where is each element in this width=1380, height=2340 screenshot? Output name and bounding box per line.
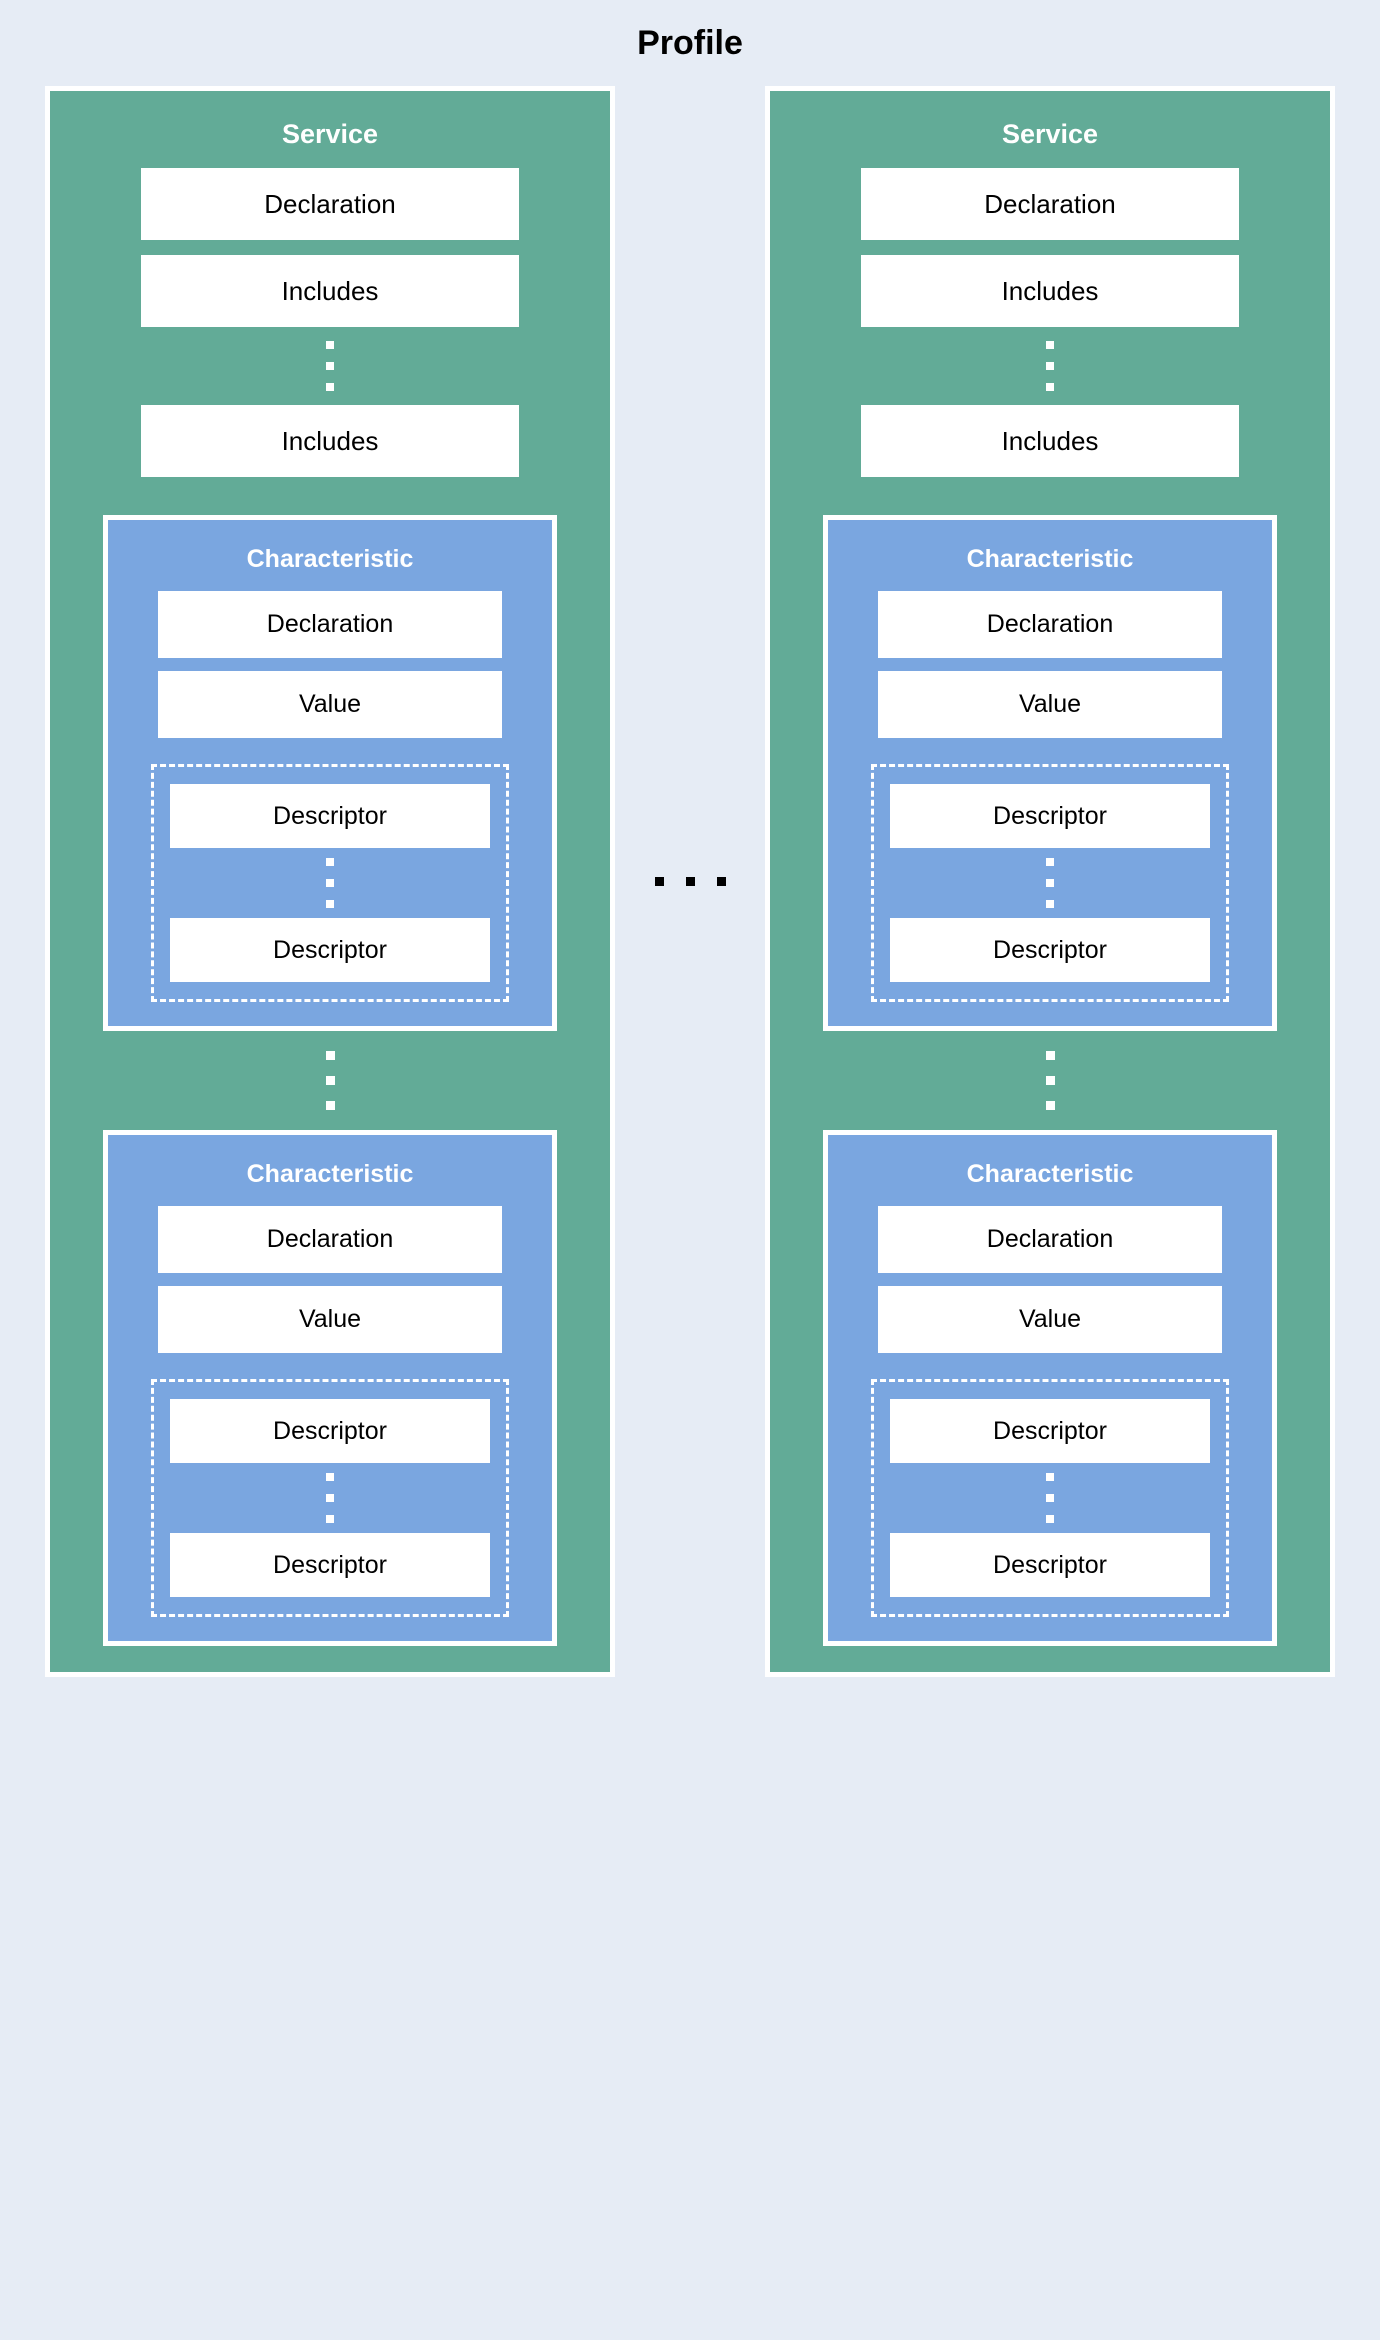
ellipsis-dot [326,1473,334,1481]
service-includes-box: Includes [141,255,519,327]
ellipsis-dot [1046,1473,1054,1481]
descriptor-box: Descriptor [890,918,1210,982]
service-declaration-box: Declaration [861,168,1239,240]
characteristic-title: Characteristic [246,545,414,573]
page-title: Profile [637,24,743,62]
descriptor-box: Descriptor [890,784,1210,848]
ellipsis-dot [326,879,334,887]
services-ellipsis [615,86,765,1677]
service-includes-box: Includes [861,405,1239,477]
characteristic-title: Characteristic [966,1160,1134,1188]
ellipsis-dot [1046,1515,1054,1523]
characteristic-value-box: Value [878,1286,1222,1353]
descriptors-container: Descriptor Descriptor [871,1379,1229,1617]
ellipsis-dot [1046,341,1054,349]
ellipsis-dot [326,1515,334,1523]
descriptors-container: Descriptor Descriptor [151,764,509,1002]
characteristic-value-box: Value [158,671,502,738]
service-includes-box: Includes [141,405,519,477]
service-panel-2: Service Declaration Includes Includes Ch… [765,86,1335,1677]
ellipsis-dot [1046,362,1054,370]
service-includes-ellipsis [326,327,334,405]
service-title: Service [281,119,379,149]
ellipsis-dot [325,1051,335,1060]
ellipsis-dot [1046,383,1054,391]
ellipsis-dot [326,900,334,908]
ellipsis-dot [1045,1101,1055,1110]
service-includes-ellipsis [1046,327,1054,405]
ellipsis-dot [1046,879,1054,887]
ellipsis-dot [1046,858,1054,866]
characteristic-value-box: Value [158,1286,502,1353]
descriptor-ellipsis [326,848,334,918]
characteristic-value-box: Value [878,671,1222,738]
characteristic-ellipsis [325,1031,335,1130]
service-declaration-box: Declaration [141,168,519,240]
characteristic-declaration-box: Declaration [878,1206,1222,1273]
descriptors-container: Descriptor Descriptor [871,764,1229,1002]
service-panel-1: Service Declaration Includes Includes Ch… [45,86,615,1677]
ellipsis-dot [1045,1051,1055,1060]
ellipsis-dot [716,877,726,886]
characteristic-panel-2: Characteristic Declaration Value Descrip… [823,1130,1277,1646]
characteristic-declaration-box: Declaration [158,591,502,658]
characteristic-title: Characteristic [966,545,1134,573]
descriptor-ellipsis [1046,1463,1054,1533]
descriptor-box: Descriptor [170,918,490,982]
ellipsis-dot [326,383,334,391]
characteristic-panel-1: Characteristic Declaration Value Descrip… [103,515,557,1031]
characteristic-declaration-box: Declaration [158,1206,502,1273]
ellipsis-dot [1046,1494,1054,1502]
characteristic-declaration-box: Declaration [878,591,1222,658]
descriptor-box: Descriptor [890,1533,1210,1597]
characteristic-title: Characteristic [246,1160,414,1188]
characteristic-panel-1: Characteristic Declaration Value Descrip… [823,515,1277,1031]
ellipsis-dot [654,877,664,886]
ellipsis-dot [325,1076,335,1085]
descriptor-box: Descriptor [170,784,490,848]
descriptor-box: Descriptor [170,1533,490,1597]
descriptor-box: Descriptor [170,1399,490,1463]
service-title: Service [1001,119,1099,149]
ellipsis-dot [326,858,334,866]
characteristic-panel-2: Characteristic Declaration Value Descrip… [103,1130,557,1646]
characteristic-ellipsis [1045,1031,1055,1130]
descriptors-container: Descriptor Descriptor [151,1379,509,1617]
ellipsis-dot [326,341,334,349]
descriptor-ellipsis [1046,848,1054,918]
ellipsis-dot [1046,900,1054,908]
ellipsis-dot [1045,1076,1055,1085]
descriptor-ellipsis [326,1463,334,1533]
services-container: Service Declaration Includes Includes Ch… [0,63,1380,1677]
ellipsis-dot [685,877,695,886]
ellipsis-dot [326,1494,334,1502]
descriptor-box: Descriptor [890,1399,1210,1463]
service-includes-box: Includes [861,255,1239,327]
ellipsis-dot [326,362,334,370]
ellipsis-dot [325,1101,335,1110]
